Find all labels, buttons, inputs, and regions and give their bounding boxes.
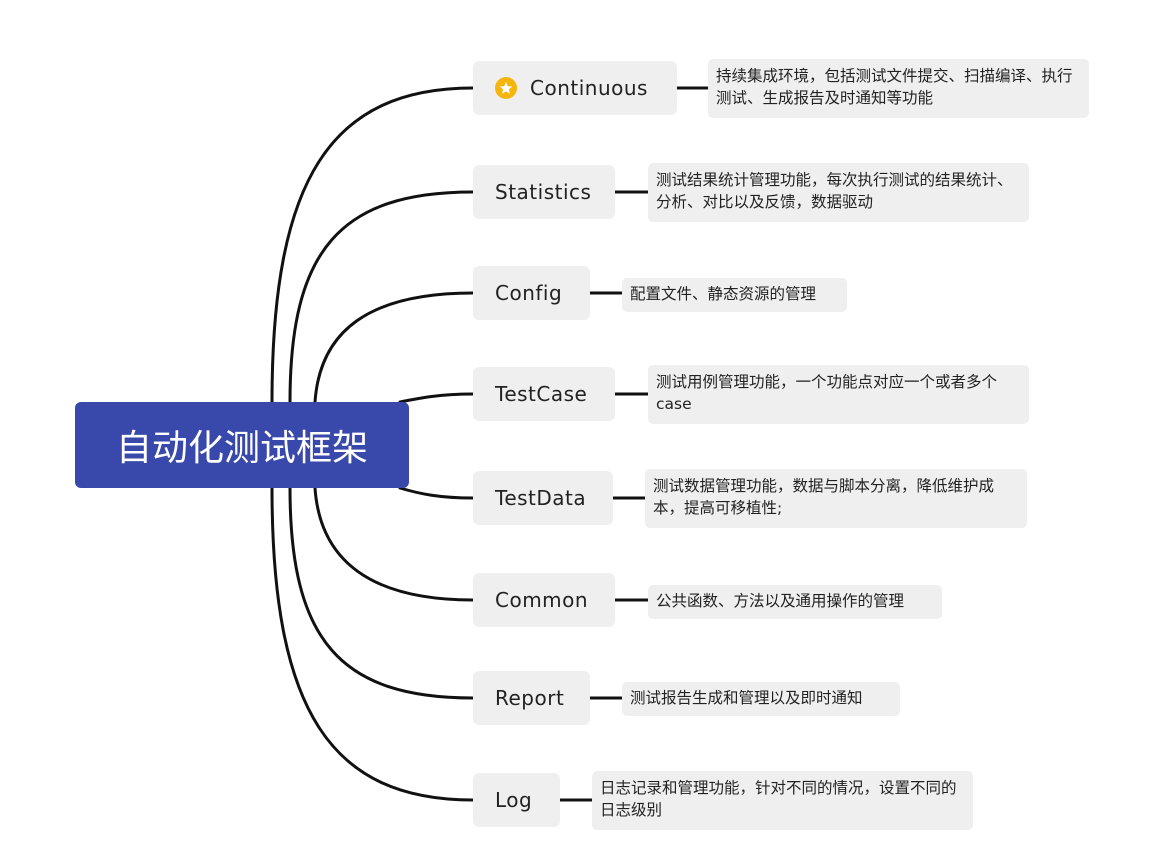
topic-label: Continuous [530, 76, 648, 100]
connector-testcase [398, 392, 475, 404]
topic-label: Common [495, 588, 589, 612]
central-topic-label: 自动化测试框架 [115, 428, 368, 469]
topic-continuous[interactable]: Continuous [473, 61, 677, 115]
note-config[interactable]: 配置文件、静态资源的管理 [622, 278, 847, 312]
connector-report [288, 486, 475, 700]
topic-label: Config [495, 281, 563, 305]
topic-label: Statistics [495, 180, 592, 204]
note-statistics[interactable]: 测试结果统计管理功能，每次执行测试的结果统计、分析、对比以及反馈，数据驱动 [648, 163, 1029, 222]
topic-label: TestCase [495, 382, 588, 406]
connector-continuous [270, 86, 475, 404]
topic-testdata[interactable]: TestData [473, 471, 613, 525]
topic-config[interactable]: Config [473, 266, 590, 320]
topic-label: Report [495, 686, 565, 710]
topic-statistics[interactable]: Statistics [473, 165, 615, 219]
connector-statistics [288, 190, 475, 404]
note-text: 测试结果统计管理功能，每次执行测试的结果统计、分析、对比以及反馈，数据驱动 [656, 171, 1013, 211]
topic-label: TestData [495, 486, 587, 510]
note-text: 测试报告生成和管理以及即时通知 [630, 689, 863, 707]
topic-log[interactable]: Log [473, 773, 560, 827]
note-text: 日志记录和管理功能，针对不同的情况，设置不同的日志级别 [600, 779, 957, 819]
connector-log [270, 486, 475, 802]
note-common[interactable]: 公共函数、方法以及通用操作的管理 [648, 585, 942, 619]
note-text: 公共函数、方法以及通用操作的管理 [656, 592, 905, 610]
topic-testcase[interactable]: TestCase [473, 367, 615, 421]
note-continuous[interactable]: 持续集成环境，包括测试文件提交、扫描编译、执行测试、生成报告及时通知等功能 [708, 59, 1089, 118]
connector-common [313, 486, 475, 602]
topic-report[interactable]: Report [473, 671, 590, 725]
note-testdata[interactable]: 测试数据管理功能，数据与脚本分离，降低维护成本，提高可移植性; [645, 469, 1027, 528]
central-topic[interactable]: 自动化测试框架 [75, 402, 409, 488]
topic-label: Log [495, 788, 533, 812]
topic-common[interactable]: Common [473, 573, 615, 627]
note-text: 配置文件、静态资源的管理 [630, 285, 817, 303]
note-log[interactable]: 日志记录和管理功能，针对不同的情况，设置不同的日志级别 [592, 771, 973, 830]
note-report[interactable]: 测试报告生成和管理以及即时通知 [622, 682, 900, 716]
note-text: 持续集成环境，包括测试文件提交、扫描编译、执行测试、生成报告及时通知等功能 [716, 67, 1073, 107]
note-testcase[interactable]: 测试用例管理功能，一个功能点对应一个或者多个case [648, 365, 1029, 424]
note-text: 测试数据管理功能，数据与脚本分离，降低维护成本，提高可移植性; [653, 477, 995, 517]
star-icon [495, 77, 517, 99]
note-text: 测试用例管理功能，一个功能点对应一个或者多个case [656, 373, 998, 413]
connector-testdata [398, 486, 475, 500]
connector-config [313, 291, 475, 404]
